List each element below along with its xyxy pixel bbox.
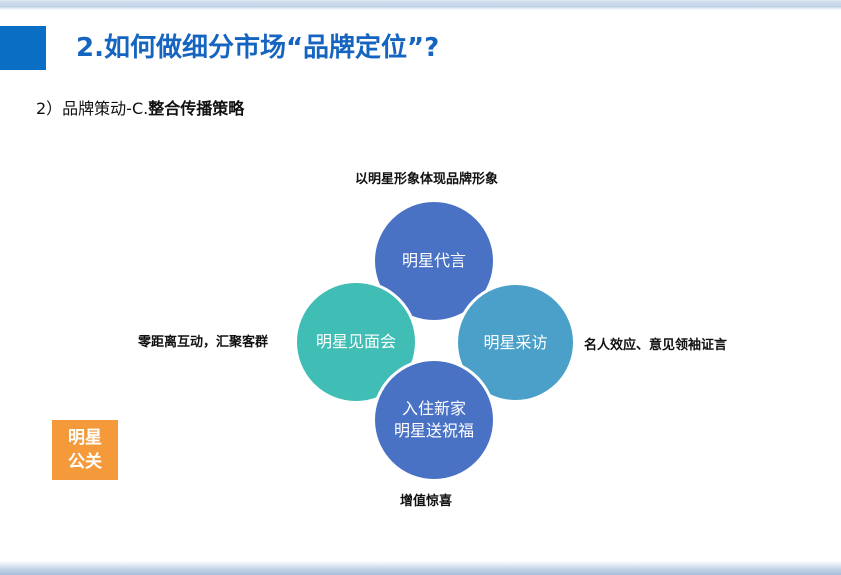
bottom-decor-band: [0, 561, 841, 575]
circle-right-label: 明星采访: [483, 332, 548, 352]
top-decor-line: [0, 3, 841, 6]
subtitle-bold: 整合传播策略: [148, 99, 245, 118]
circle-top-label: 明星代言: [401, 251, 466, 270]
slide-subtitle: 2）品牌策动-C.整合传播策略: [36, 98, 244, 120]
circle-housewarming-blessing: 入住新家 明星送祝福: [372, 358, 496, 482]
annotation-top: 以明星形象体现品牌形象: [355, 172, 499, 187]
annotation-left: 零距离互动，汇聚客群: [138, 335, 269, 350]
annotation-right: 名人效应、意见领袖证言: [584, 338, 728, 353]
circle-left-label: 明星见面会: [315, 332, 396, 351]
slide-title: 2.如何做细分市场“品牌定位”?: [76, 33, 440, 63]
title-accent-block: [0, 26, 46, 70]
tag-line-2: 公关: [68, 452, 102, 472]
circle-bottom-label-1: 入住新家: [401, 399, 466, 418]
subtitle-prefix: 2）品牌策动-C.: [36, 99, 149, 118]
annotation-bottom: 增值惊喜: [400, 494, 453, 509]
tag-line-1: 明星: [68, 428, 102, 448]
celebrity-pr-tag: 明星 公关: [52, 420, 118, 480]
circle-bottom-label-2: 明星送祝福: [393, 421, 474, 440]
